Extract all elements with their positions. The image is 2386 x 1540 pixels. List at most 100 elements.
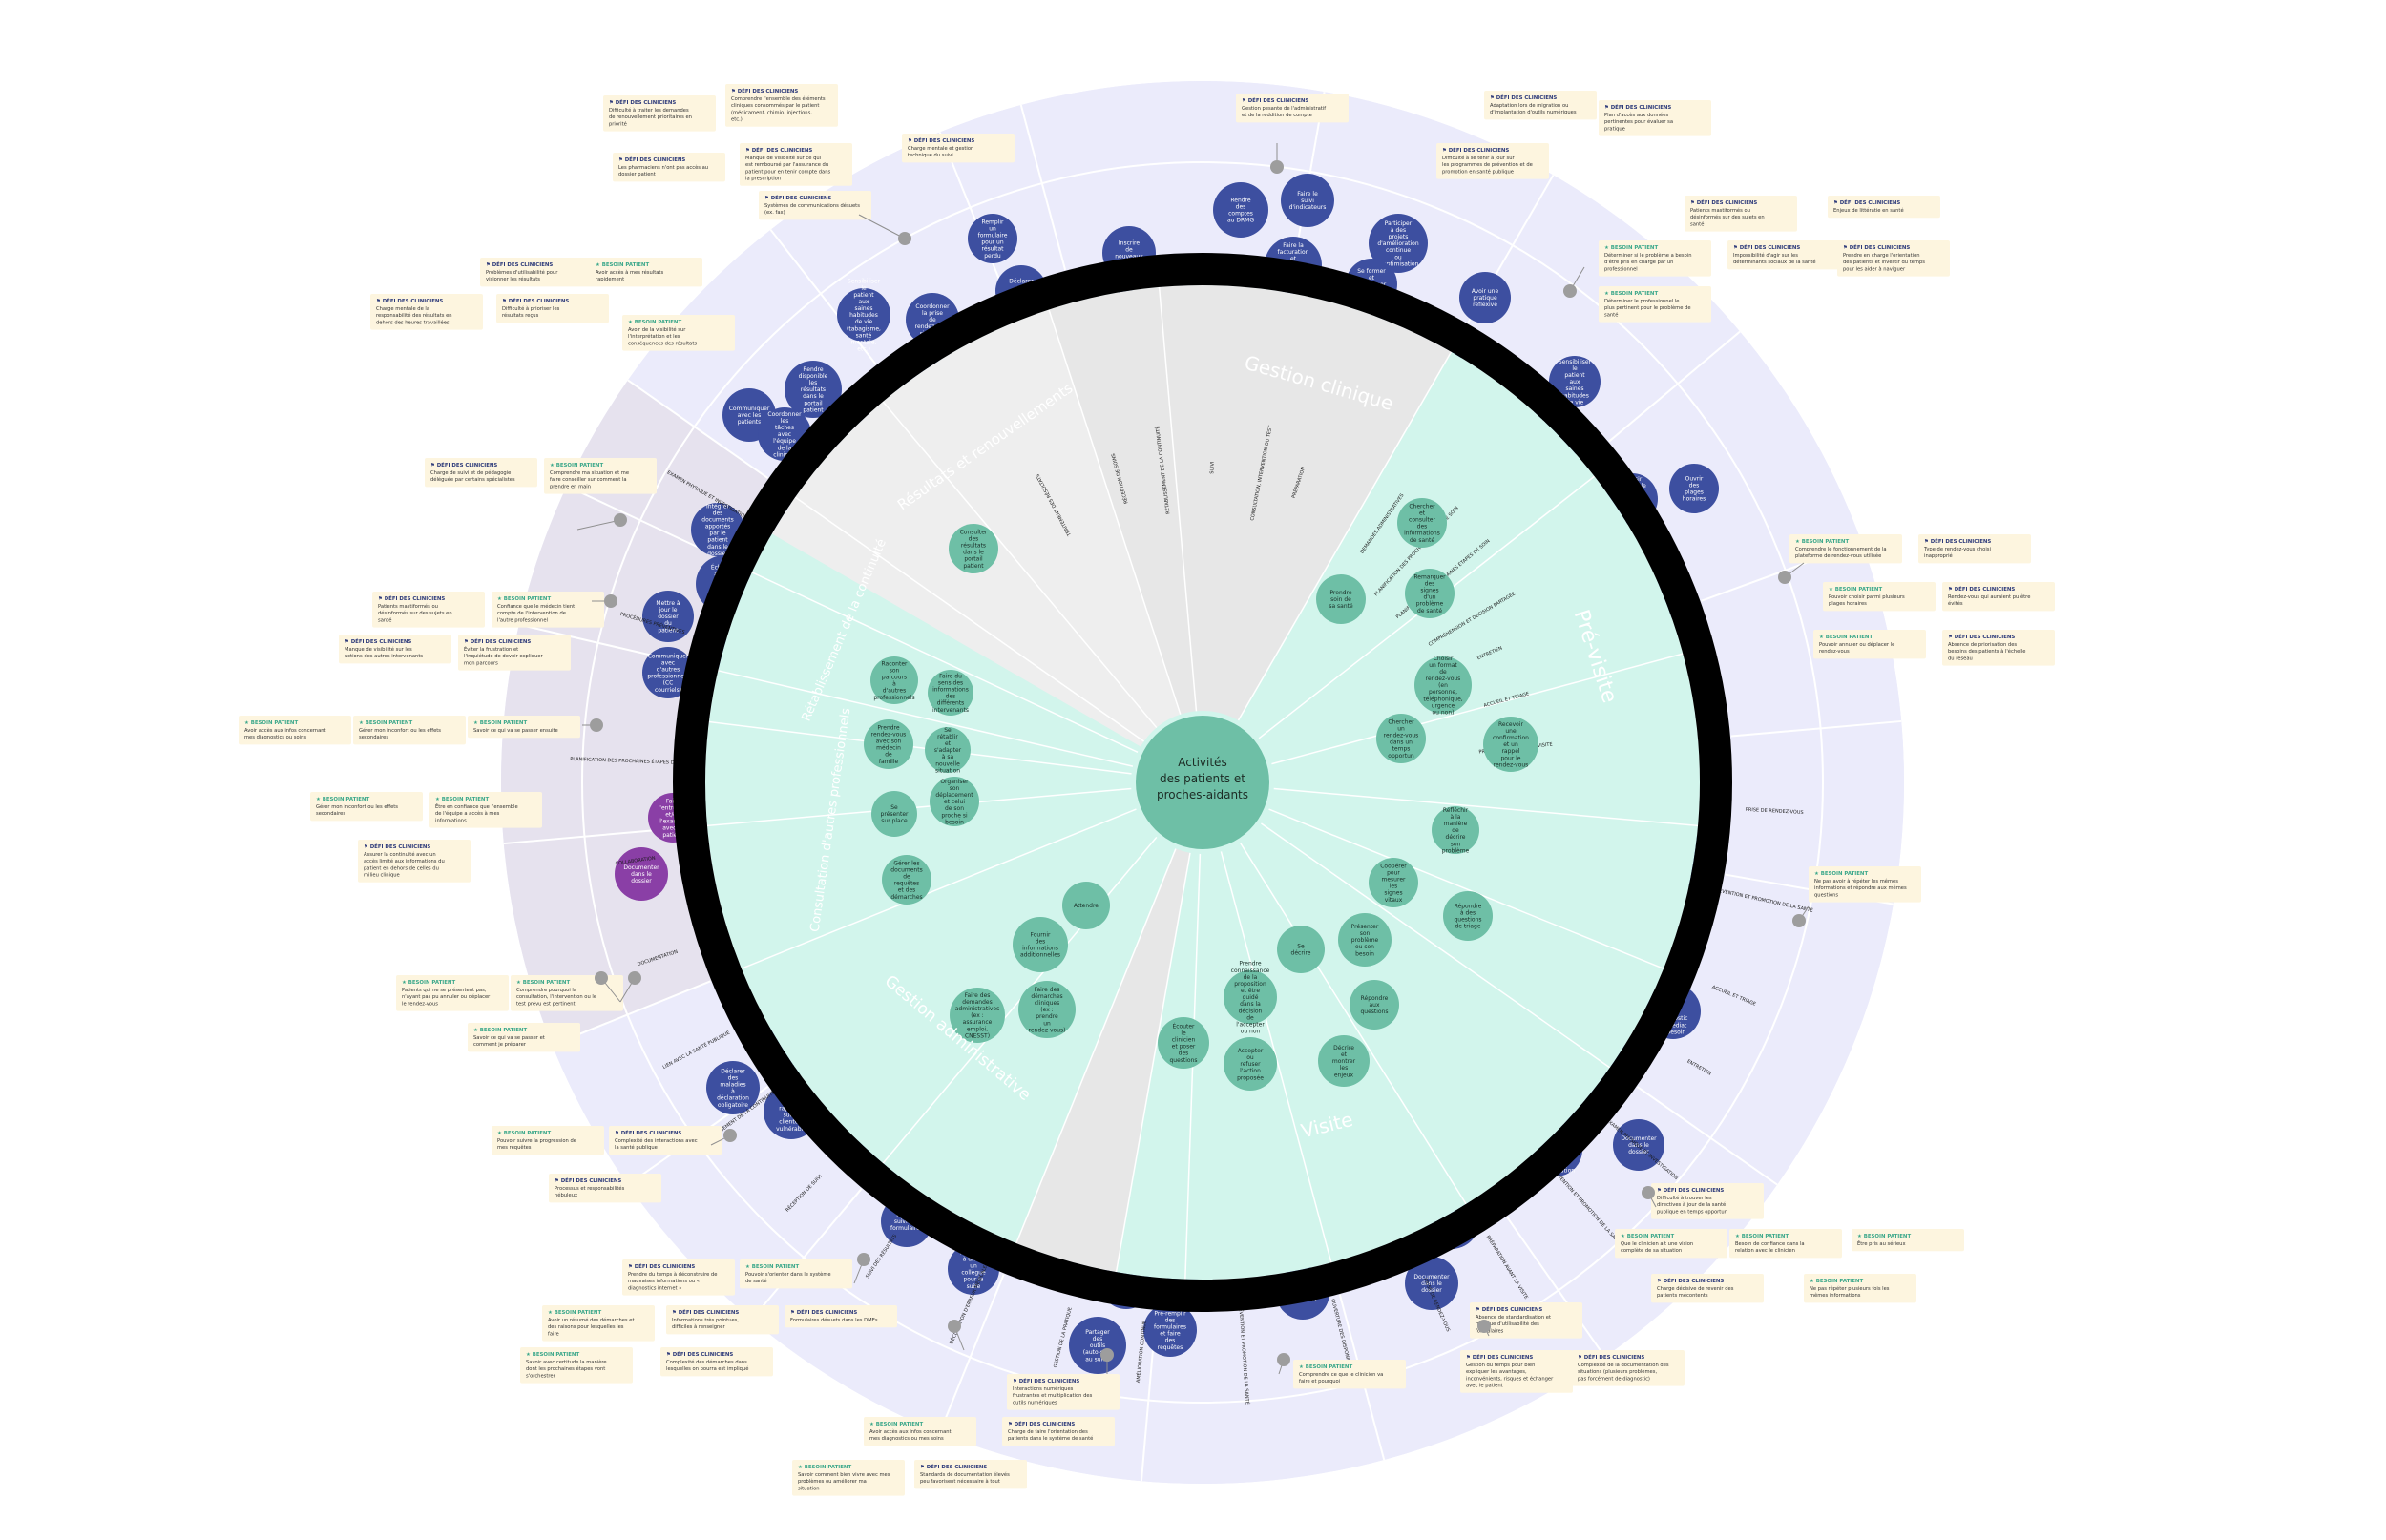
note-card (1599, 100, 1711, 136)
node-label: résultat (981, 246, 1004, 253)
note-card (603, 95, 716, 132)
node-label: courriels) (655, 687, 681, 694)
note-card (1790, 534, 1902, 564)
node-label: ou non) (1433, 709, 1455, 716)
defi-cliniciens-tag: ⚑ DÉFI DES CLINICIENS (1948, 633, 2015, 640)
connector-dot (1270, 160, 1284, 174)
node-label: Avoir une (1472, 288, 1499, 295)
note-card (492, 592, 604, 628)
note-text: inconvénients, risques et échanger (1466, 1375, 1554, 1382)
node-label: et des (898, 887, 916, 894)
node-label: Décrire (1333, 1045, 1354, 1051)
besoin-patient-tag: ★ BESOIN PATIENT (1814, 871, 1868, 877)
besoin-patient-tag: ★ BESOIN PATIENT (548, 1310, 601, 1316)
node-label: déplacement (935, 792, 973, 799)
note-text: Comprendre l'ensemble des éléments (731, 95, 826, 102)
note-text: conséquences des résultats (628, 340, 697, 346)
defi-cliniciens-tag: ⚑ DÉFI DES CLINICIENS (1604, 103, 1671, 111)
note-text: Complexité des démarches dans (666, 1359, 747, 1365)
node-label: portail (804, 400, 823, 406)
note-text: la santé publique (615, 1144, 658, 1151)
node-label: opportun (1388, 753, 1414, 760)
note-text: publique en temps opportun (1657, 1209, 1727, 1215)
note-text: inapproprié (1924, 552, 1953, 559)
note-card (759, 191, 871, 220)
note-text: formulaires (1476, 1328, 1504, 1334)
besoin-patient-tag: ★ BESOIN PATIENT (798, 1465, 851, 1470)
node-label: enjeux (1334, 1072, 1354, 1078)
defi-cliniciens-tag: ⚑ DÉFI DES CLINICIENS (1690, 198, 1757, 206)
node-label: dossier (631, 878, 652, 884)
node-label: résultats (801, 386, 826, 393)
node-label: signes (1420, 588, 1438, 594)
note-card (914, 1460, 1027, 1489)
note-card (1651, 1274, 1764, 1303)
node-label: décrire (1446, 834, 1466, 841)
node-label: (ex : (971, 1012, 983, 1019)
inner-divider-line (1115, 852, 1191, 1273)
node-label: apportés (705, 524, 731, 531)
node-label: l'action (1240, 1068, 1261, 1074)
note-text: d'être pris en charge par un (1604, 259, 1673, 265)
besoin-patient-tag: ★ BESOIN PATIENT (473, 1028, 527, 1033)
node-label: questions (1454, 917, 1481, 924)
node-label: et poser (1172, 1044, 1196, 1051)
note-text: évités (1948, 600, 1963, 607)
outer-divider-line (750, 1188, 863, 1321)
clinician-activity-node: Déclarerdesmaladiesàdéclarationobligatoi… (706, 1061, 760, 1114)
besoin-patient-tag: ★ BESOIN PATIENT (1735, 1234, 1789, 1239)
note-text: Difficulté à traiter les demandes (609, 107, 689, 114)
note-text: dossier patient (618, 172, 656, 177)
clinician-activity-node: Communiqueravecd'autresprofessionnels(CC… (642, 647, 694, 698)
inner-divider-line (718, 670, 1134, 767)
node-label: Documenter (623, 864, 659, 871)
node-label: et (1290, 256, 1297, 262)
node-label: rendez-vous (871, 731, 907, 738)
node-label: Sensibiliser (848, 279, 881, 285)
note-card (902, 134, 1015, 163)
note-text: Déterminer si le problème a besoin (1604, 252, 1692, 259)
note-text: outils numériques (1013, 1399, 1057, 1405)
node-label: Faire des (965, 992, 991, 999)
node-label: prendre (1036, 1013, 1058, 1020)
node-label: à des (1391, 227, 1406, 234)
inner-divider-line (1271, 653, 1684, 765)
outer-ring-divider (581, 161, 1824, 1404)
outer-sector-pre-visite (1636, 542, 1904, 1185)
node-label: suivi (1301, 198, 1314, 204)
node-label: et un (1503, 741, 1518, 748)
node-label: Déclarer (721, 1068, 745, 1074)
node-label: des (1236, 204, 1246, 211)
note-text: Confiance que le médecin tient (497, 603, 575, 610)
defi-cliniciens-tag: ⚑ DÉFI DES CLINICIENS (908, 136, 974, 144)
note-text: secondaires (359, 735, 388, 740)
note-text: directives à jour de la santé (1657, 1201, 1726, 1208)
besoin-patient-tag: ★ BESOIN PATIENT (516, 980, 570, 986)
node-label: des (1425, 580, 1435, 587)
node-label: de santé (1417, 608, 1442, 614)
note-text: Prendre du temps à déconstruire de (628, 1271, 717, 1278)
node-label: Fournir (1030, 931, 1051, 938)
note-card (1599, 286, 1711, 323)
node-label: Consulter (960, 529, 988, 535)
node-label: Recevoir (1498, 721, 1523, 728)
note-text: lesquelles on pourra est impliqué (666, 1365, 748, 1372)
node-label: temps (1392, 746, 1411, 753)
note-text: frustrantes et multiplication des (1013, 1393, 1093, 1399)
besoin-patient-tag: ★ BESOIN PATIENT (244, 720, 298, 726)
node-label: patient (1564, 372, 1585, 379)
besoin-patient-tag: ★ BESOIN PATIENT (628, 320, 681, 325)
